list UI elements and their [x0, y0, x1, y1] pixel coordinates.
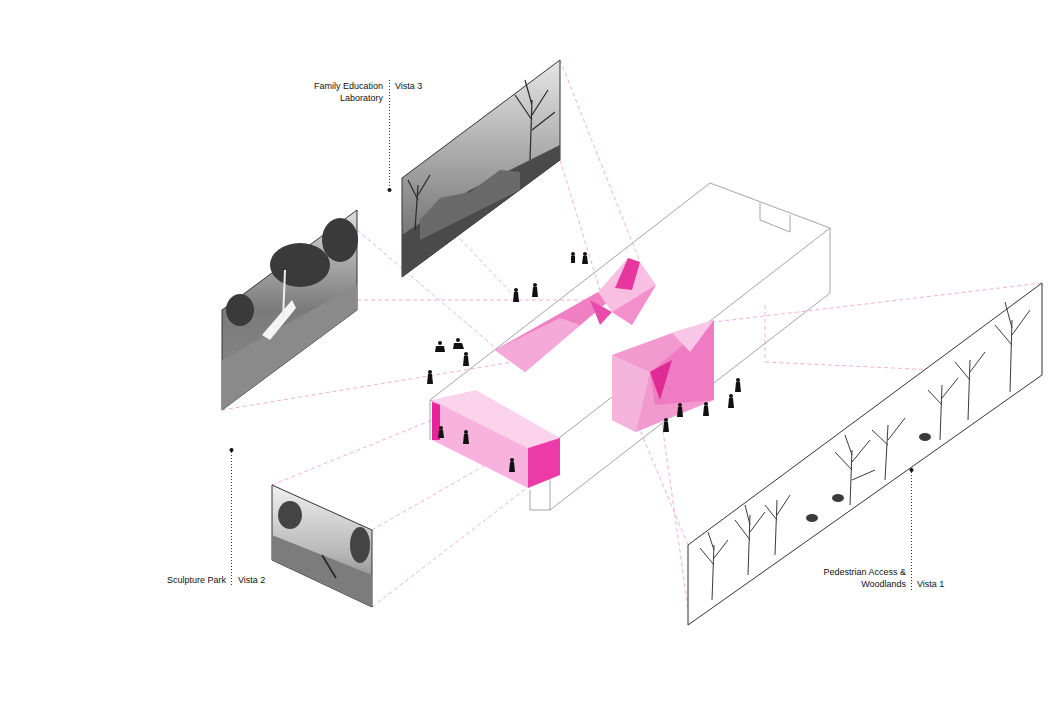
place-label: Family Education Laboratory [298, 80, 383, 104]
leader-dots [230, 188, 914, 472]
vista-label: Vista 3 [395, 80, 422, 92]
pink-volume [432, 390, 560, 488]
photo-panel [402, 60, 560, 277]
pink-volume [495, 258, 656, 372]
people [427, 252, 741, 472]
site-outline [430, 183, 830, 510]
vista-label: Vista 2 [238, 574, 265, 586]
place-label: Sculpture Park [148, 574, 226, 586]
place-label: Pedestrian Access & Woodlands [812, 566, 906, 590]
vista-label: Vista 1 [917, 578, 944, 590]
sight-lines [222, 60, 1042, 608]
leader-lines [232, 80, 912, 590]
photo-panel [688, 283, 1042, 625]
photo-panel [272, 485, 372, 607]
pink-volume [612, 320, 714, 432]
photo-panel [222, 210, 358, 410]
